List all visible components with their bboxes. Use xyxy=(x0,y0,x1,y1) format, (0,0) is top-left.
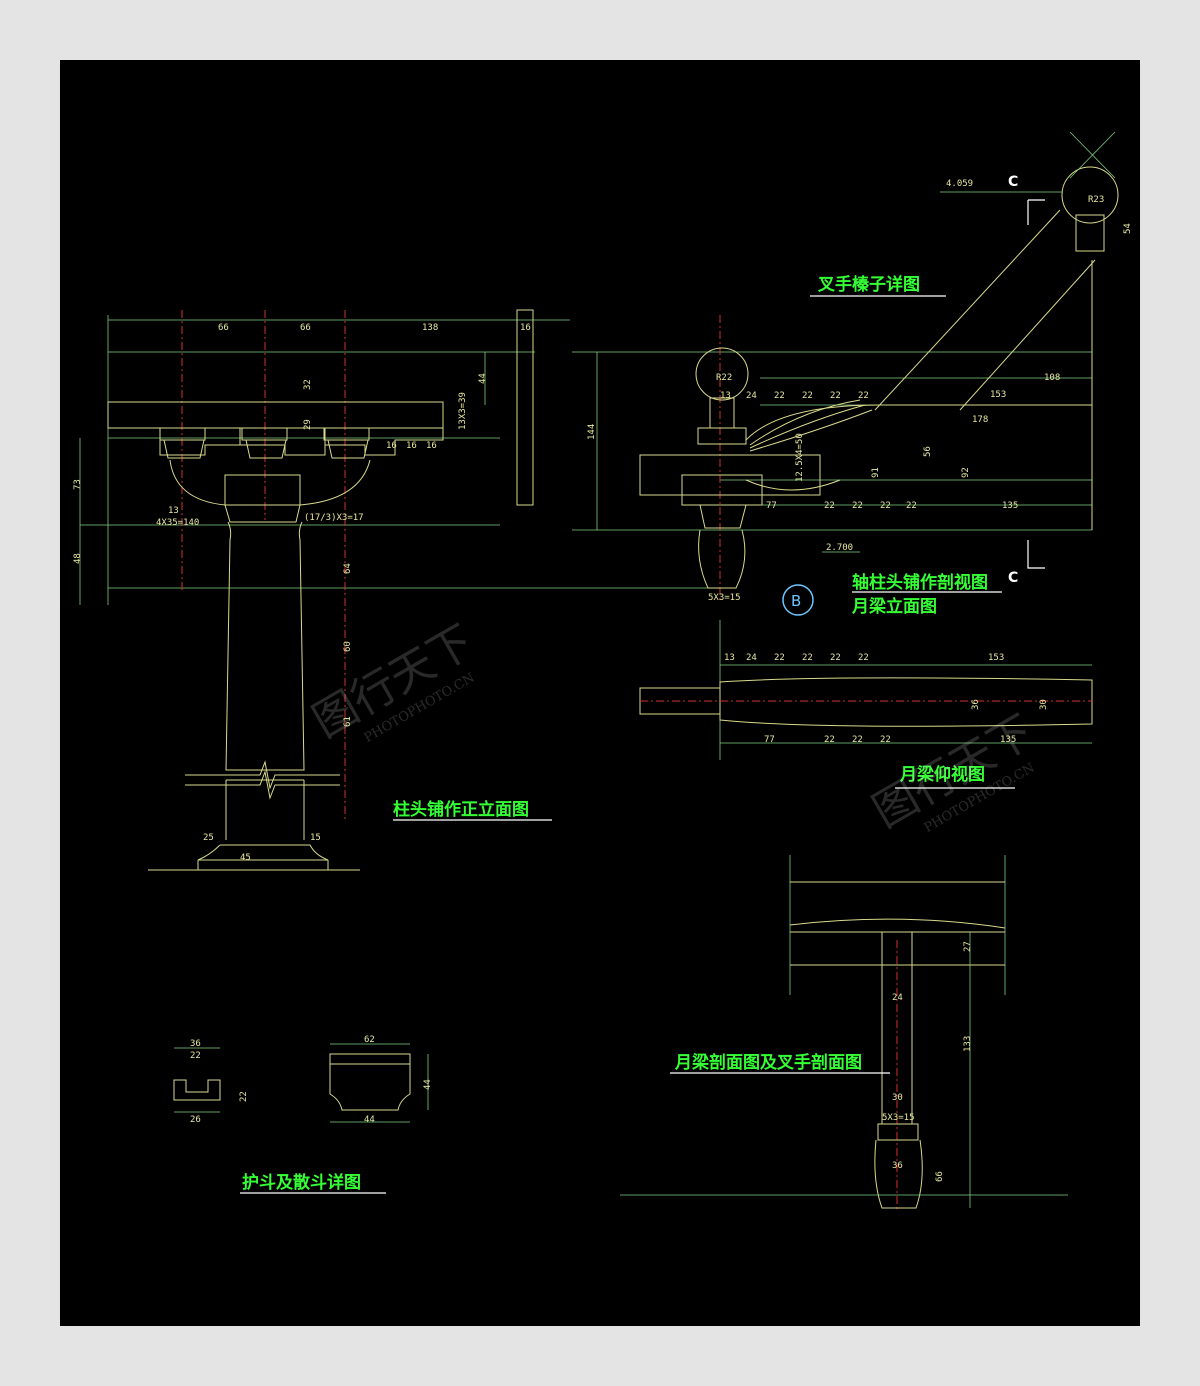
dim-32: 32 xyxy=(303,379,313,390)
title-yueliang-section: 月梁剖面图及叉手剖面图 xyxy=(674,1052,862,1073)
dim-ys-27: 27 xyxy=(963,941,973,952)
ludou-sandou-detail: 36 22 26 22 62 44 44 护斗及散斗详图 xyxy=(173,1035,433,1194)
dim-64: 64 xyxy=(343,563,353,574)
yueliang-section: 27 24 133 30 5X3=15 36 66 月梁剖面图及叉手剖面图 xyxy=(620,855,1068,1210)
section-mark-b: B xyxy=(791,592,801,610)
dim-sec-b22d: 22 xyxy=(906,501,917,511)
dim-sec-22a: 22 xyxy=(774,391,785,401)
dim-29: 29 xyxy=(303,419,313,430)
dim-ys-30: 30 xyxy=(892,1093,903,1103)
dim-73: 73 xyxy=(73,479,83,490)
dim-44: 44 xyxy=(478,373,488,384)
dim-ys-36: 36 xyxy=(892,1161,903,1171)
level-2700: 2.700 xyxy=(826,543,853,553)
dim-bv-36: 36 xyxy=(971,699,981,710)
dim-bv-135: 135 xyxy=(1000,735,1016,745)
dim-178: 178 xyxy=(972,415,988,425)
title-axis-section: 轴柱头铺作剖视图 xyxy=(852,572,988,593)
title-yueliang-bottom: 月梁仰视图 xyxy=(899,764,985,785)
dim-sec-24: 24 xyxy=(746,391,757,401)
capital-front-elevation: 66 66 138 16 32 29 44 16 16 16 13X3=39 7… xyxy=(73,309,720,871)
dim-bv-b22b: 22 xyxy=(852,735,863,745)
title-ludou-sandou: 护斗及散斗详图 xyxy=(242,1172,361,1193)
dim-12x4: 12.5X4=50 xyxy=(795,433,805,482)
dim-ys-66: 66 xyxy=(935,1171,945,1182)
dim-sec-77: 77 xyxy=(766,501,777,511)
dim-ludou-26: 26 xyxy=(190,1115,201,1125)
dim-144: 144 xyxy=(587,424,597,440)
dim-ys-133: 133 xyxy=(963,1036,973,1052)
dim-16: 16 xyxy=(520,323,531,333)
title-capital-front: 柱头铺作正立面图 xyxy=(393,799,529,820)
dim-bv-30: 30 xyxy=(1039,699,1049,710)
dim-ludou-36: 36 xyxy=(190,1039,201,1049)
dim-gong: 13X3=39 xyxy=(458,392,468,430)
dim-bv-77: 77 xyxy=(764,735,775,745)
dim-dou-16c: 16 xyxy=(426,441,437,451)
dim-base-45: 45 xyxy=(240,853,251,863)
section-mark-c-mid: C xyxy=(1008,570,1018,586)
dim-sec-22c: 22 xyxy=(830,391,841,401)
dim-17x3: (17/3)X3=17 xyxy=(304,513,364,523)
yueliang-bottom-view: 13 24 22 22 22 22 153 77 22 22 22 135 36… xyxy=(639,620,1093,789)
title-chashou-purlin: 叉手榛子详图 xyxy=(817,274,920,295)
chashou-purlin-detail: 4.059 C R23 54 叉手榛子详图 xyxy=(810,131,1133,297)
dim-bv-24: 24 xyxy=(746,653,757,663)
axis-capital-section: R22 13 24 22 22 22 22 108 153 178 56 91 … xyxy=(572,209,1096,617)
dim-bv-22b: 22 xyxy=(802,653,813,663)
dim-bv-22a: 22 xyxy=(774,653,785,663)
b-marker-circle xyxy=(782,584,814,616)
dim-13: 13 xyxy=(168,506,179,516)
dim-bv-b22a: 22 xyxy=(824,735,835,745)
dim-r22: R22 xyxy=(716,373,732,383)
dim-153: 153 xyxy=(990,390,1006,400)
dim-purlin-r23: R23 xyxy=(1088,195,1104,205)
dim-ludou-22: 22 xyxy=(190,1051,201,1061)
dim-108: 108 xyxy=(1044,373,1060,383)
dim-dou-16a: 16 xyxy=(386,441,397,451)
dim-ludou-v22: 22 xyxy=(239,1091,249,1102)
dim-sandou-v44: 44 xyxy=(423,1079,433,1090)
dim-bv-13: 13 xyxy=(724,653,735,663)
dim-48: 48 xyxy=(73,553,83,564)
title-yueliang-elev: 月梁立面图 xyxy=(851,596,937,617)
dim-dou-16b: 16 xyxy=(406,441,417,451)
dim-sec-22b: 22 xyxy=(802,391,813,401)
dim-sec-13: 13 xyxy=(720,391,731,401)
dim-bv-22c: 22 xyxy=(830,653,841,663)
dim-66b: 66 xyxy=(300,323,311,333)
level-4059: 4.059 xyxy=(946,179,973,189)
dim-92: 92 xyxy=(961,467,971,478)
dim-sec-135: 135 xyxy=(1002,501,1018,511)
dim-66a: 66 xyxy=(218,323,229,333)
section-mark-c-top: C xyxy=(1008,174,1018,190)
dim-sec-b22a: 22 xyxy=(824,501,835,511)
dim-bv-153: 153 xyxy=(988,653,1004,663)
dim-base-15: 15 xyxy=(310,833,321,843)
cad-drawing: 66 66 138 16 32 29 44 16 16 16 13X3=39 7… xyxy=(73,131,1133,1210)
dim-ys-24: 24 xyxy=(892,993,903,1003)
dim-sec-b22c: 22 xyxy=(880,501,891,511)
dim-purlin-54: 54 xyxy=(1123,223,1133,234)
dim-91: 91 xyxy=(871,467,881,478)
dim-base-25: 25 xyxy=(203,833,214,843)
dim-sandou-62: 62 xyxy=(364,1035,375,1045)
dim-56: 56 xyxy=(923,446,933,457)
dim-sec-b22b: 22 xyxy=(852,501,863,511)
dim-sec-22d: 22 xyxy=(858,391,869,401)
dim-sandou-44: 44 xyxy=(364,1115,375,1125)
cad-drawing-sheet: 66 66 138 16 32 29 44 16 16 16 13X3=39 7… xyxy=(60,60,1140,1326)
dim-ys-5x3: 5X3=15 xyxy=(882,1113,915,1123)
dim-4x35: 4X35=140 xyxy=(156,518,199,528)
dim-60: 60 xyxy=(343,641,353,652)
dim-61: 61 xyxy=(343,716,353,727)
dim-bv-22d: 22 xyxy=(858,653,869,663)
dim-138: 138 xyxy=(422,323,438,333)
dim-5x3: 5X3=15 xyxy=(708,593,741,603)
dim-bv-b22c: 22 xyxy=(880,735,891,745)
